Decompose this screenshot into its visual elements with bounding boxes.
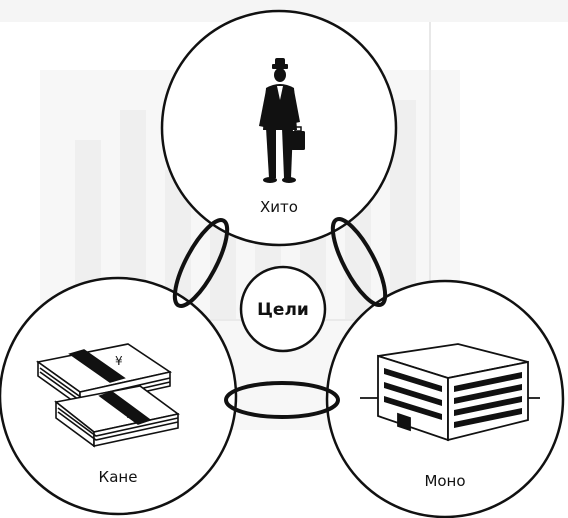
node-hito: Хито [160, 9, 398, 247]
node-kane-label: Кане [99, 468, 138, 486]
node-mono: Моно [325, 279, 565, 518]
node-kane: ¥ ¥ Кане [0, 276, 238, 516]
money-stack-icon: ¥ ¥ [36, 343, 180, 448]
businessman-icon [259, 58, 305, 183]
center-goal-circle [239, 265, 327, 353]
center-goal: Цели [239, 265, 327, 353]
link-kane-mono [224, 381, 340, 419]
link-hito-mono [330, 217, 388, 307]
center-goal-label: Цели [257, 300, 309, 320]
node-mono-label: Моно [424, 472, 465, 490]
office-building-icon [360, 343, 540, 442]
link-hito-kane [172, 218, 230, 308]
svg-text:¥: ¥ [115, 354, 123, 368]
node-hito-label: Хито [260, 198, 298, 216]
